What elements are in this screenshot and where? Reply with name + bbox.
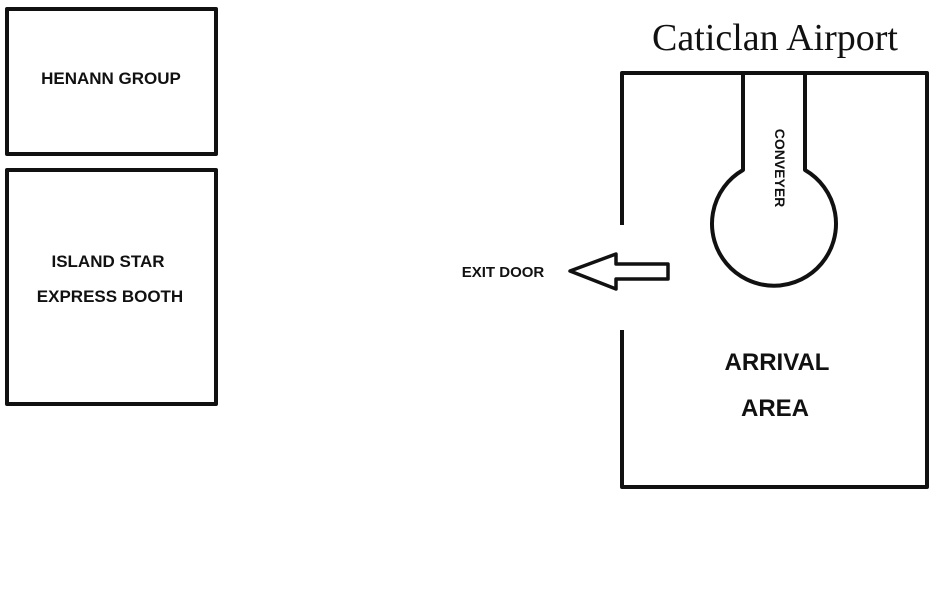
conveyor-label: CONVEYER xyxy=(772,129,788,208)
henann-group-booth-outline xyxy=(5,7,218,156)
arrival-building-walls xyxy=(620,71,929,489)
airport-title: Caticlan Airport xyxy=(652,17,898,59)
arrival-area-label-line2: AREA xyxy=(741,395,809,422)
arrival-area: ARRIVAL AREA xyxy=(725,349,830,422)
arrival-building xyxy=(620,71,929,489)
conveyor-outline xyxy=(710,75,838,288)
island-star-booth-outline xyxy=(5,168,218,406)
conveyor: CONVEYER xyxy=(710,75,838,288)
island-star-label-line1: ISLAND STAR xyxy=(51,252,164,271)
henann-group-label: HENANN GROUP xyxy=(41,69,181,88)
island-star-express-booth: ISLAND STAR EXPRESS BOOTH xyxy=(5,168,218,406)
exit-arrow-icon xyxy=(568,252,670,291)
henann-group-booth: HENANN GROUP xyxy=(5,7,218,156)
arrival-area-label-line1: ARRIVAL xyxy=(725,349,830,376)
exit-door-label: EXIT DOOR xyxy=(462,264,545,281)
island-star-label-line2: EXPRESS BOOTH xyxy=(37,287,183,306)
exit-door: EXIT DOOR xyxy=(462,252,670,291)
